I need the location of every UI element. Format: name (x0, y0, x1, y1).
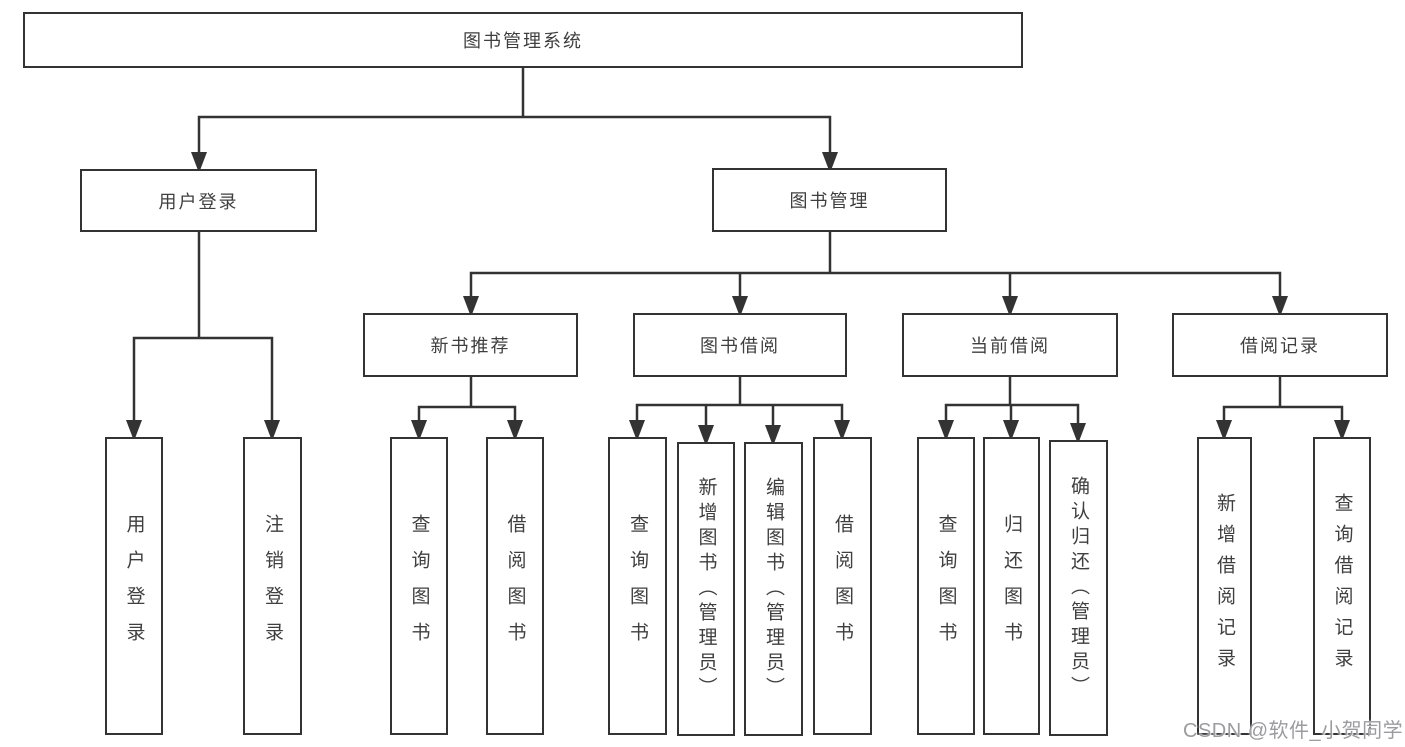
leaf-add-borrow-record-label: 新增借阅记录 (1214, 493, 1235, 679)
leaf-add-book-admin: 新增图书（管理员） (677, 442, 735, 736)
leaf-query-borrow-record: 查询借阅记录 (1313, 437, 1371, 735)
node-borrow-records: 借阅记录 (1172, 313, 1388, 377)
leaf-logout-label: 注销登录 (262, 514, 283, 658)
leaf-confirm-return-admin: 确认归还（管理员） (1049, 440, 1108, 736)
leaf-query-books-current-label: 查询图书 (935, 514, 957, 658)
leaf-edit-book-admin: 编辑图书（管理员） (744, 442, 803, 736)
leaf-query-books-current: 查询图书 (917, 437, 975, 735)
leaf-query-books-recommend-label: 查询图书 (408, 514, 430, 658)
edge-borrow-records-to-leaves (1216, 377, 1350, 441)
node-root-label: 图书管理系统 (463, 31, 583, 51)
leaf-return-book: 归还图书 (983, 437, 1040, 735)
node-root: 图书管理系统 (23, 12, 1023, 68)
edge-current-borrow-to-leaves (938, 377, 1086, 444)
node-user-login-label: 用户登录 (158, 191, 239, 212)
leaf-user-login-label: 用户登录 (123, 514, 145, 658)
node-book-borrow-label: 图书借阅 (700, 336, 780, 356)
leaf-user-login: 用户登录 (105, 437, 163, 735)
node-user-login: 用户登录 (80, 169, 317, 232)
node-new-book-recommend-label: 新书推荐 (430, 336, 511, 356)
edge-root-to-level1 (191, 68, 838, 173)
node-book-management: 图书管理 (712, 168, 947, 232)
node-book-borrow: 图书借阅 (633, 313, 847, 377)
leaf-query-books-borrow: 查询图书 (608, 437, 667, 735)
edge-book-management-to-level2 (463, 232, 1288, 317)
node-borrow-records-label: 借阅记录 (1240, 336, 1320, 356)
leaf-borrow-books-recommend-label: 借阅图书 (504, 514, 526, 658)
node-current-borrow: 当前借阅 (902, 313, 1118, 377)
leaf-return-book-label: 归还图书 (1001, 514, 1022, 658)
leaf-confirm-return-admin-label: 确认归还（管理员） (1068, 475, 1089, 701)
leaf-add-book-admin-label: 新增图书（管理员） (695, 476, 717, 702)
watermark: CSDN @软件_小贺同学 (1183, 720, 1404, 742)
node-book-management-label: 图书管理 (789, 191, 870, 211)
leaf-borrow-books-label: 借阅图书 (832, 514, 853, 658)
edge-user-login-to-leaves (126, 232, 280, 441)
leaf-query-books-borrow-label: 查询图书 (627, 514, 648, 658)
node-current-borrow-label: 当前借阅 (970, 336, 1050, 356)
edge-book-borrow-to-leaves (629, 377, 850, 446)
node-new-book-recommend: 新书推荐 (363, 313, 578, 377)
leaf-logout: 注销登录 (243, 437, 302, 735)
leaf-borrow-books: 借阅图书 (813, 437, 872, 735)
leaf-borrow-books-recommend: 借阅图书 (486, 437, 544, 735)
leaf-add-borrow-record: 新增借阅记录 (1197, 437, 1252, 735)
leaf-query-borrow-record-label: 查询借阅记录 (1331, 493, 1353, 679)
edge-new-book-to-leaves (411, 377, 523, 441)
leaf-edit-book-admin-label: 编辑图书（管理员） (763, 476, 784, 702)
leaf-query-books-recommend: 查询图书 (390, 437, 448, 735)
